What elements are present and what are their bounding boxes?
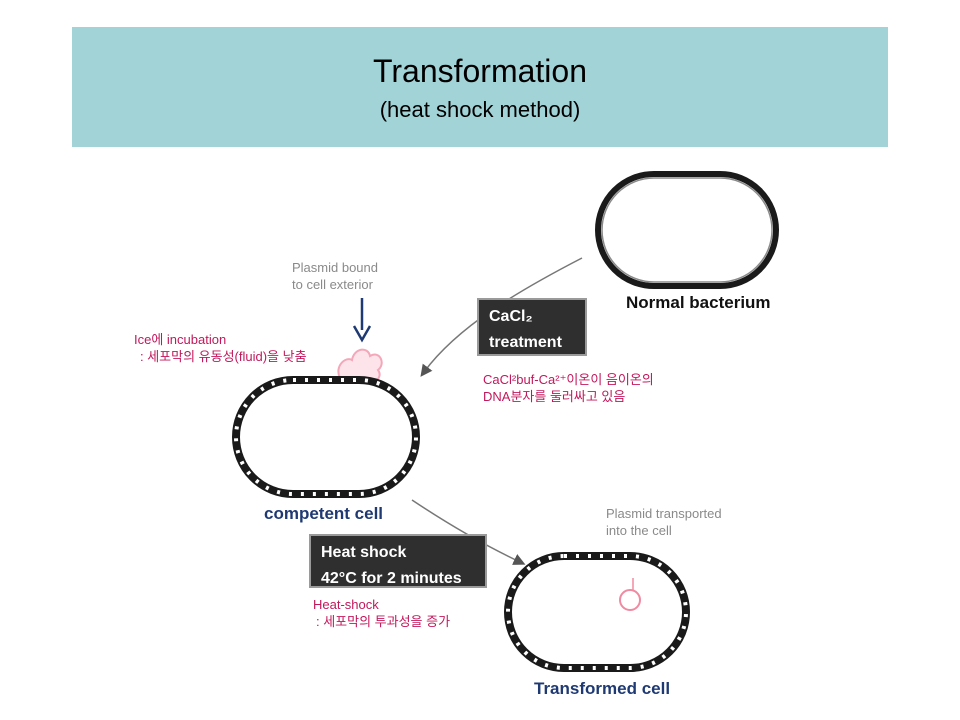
cacl2-box-line2: treatment bbox=[489, 334, 562, 351]
cacl-note-line1: CaCl²buf-Ca²⁺이온이 음이온의 bbox=[483, 372, 654, 387]
normal-bacterium-label: Normal bacterium bbox=[626, 293, 771, 312]
title-banner: Transformation (heat shock method) bbox=[72, 27, 888, 147]
plasmid-transported-label-line2: into the cell bbox=[606, 523, 672, 538]
transformed-cell bbox=[504, 552, 690, 672]
plasmid-transported-label-line1: Plasmid transported bbox=[606, 506, 722, 521]
heat-box-line2: 42°C for 2 minutes bbox=[321, 570, 462, 587]
heatshock-note-line2: : 세포막의 투과성을 증가 bbox=[316, 614, 451, 629]
competent-cell bbox=[232, 376, 420, 498]
arrow-to-transformed bbox=[411, 499, 526, 565]
ice-incubation-label-line1: Ice에 incubation bbox=[134, 332, 227, 347]
ice-incubation-label-line2: : 세포막의 유동성(fluid)을 낮춤 bbox=[140, 349, 307, 364]
competent-cell-label: competent cell bbox=[264, 504, 384, 523]
plasmid-ring bbox=[619, 578, 641, 611]
heat-box-line1: Heat shock bbox=[321, 544, 407, 561]
heat-shock-box: Heat shock 42°C for 2 minutes bbox=[309, 534, 487, 588]
plasmid-bound-label-line2: to cell exterior bbox=[292, 277, 373, 292]
cacl2-box-line1: CaCl₂ bbox=[489, 308, 533, 325]
page-subtitle: (heat shock method) bbox=[379, 97, 581, 122]
transformed-cell-label: Transformed cell bbox=[534, 679, 671, 698]
cacl2-treatment-box: CaCl₂ treatment bbox=[477, 298, 587, 356]
down-arrow-icon bbox=[352, 298, 372, 343]
heatshock-note-line1: Heat-shock bbox=[313, 597, 379, 612]
normal-bacterium-cell bbox=[595, 171, 779, 289]
page-title: Transformation bbox=[373, 53, 587, 89]
cacl-note-line2: DNA분자를 둘러싸고 있음 bbox=[483, 389, 626, 404]
plasmid-bound-label-line1: Plasmid bound bbox=[292, 260, 378, 275]
